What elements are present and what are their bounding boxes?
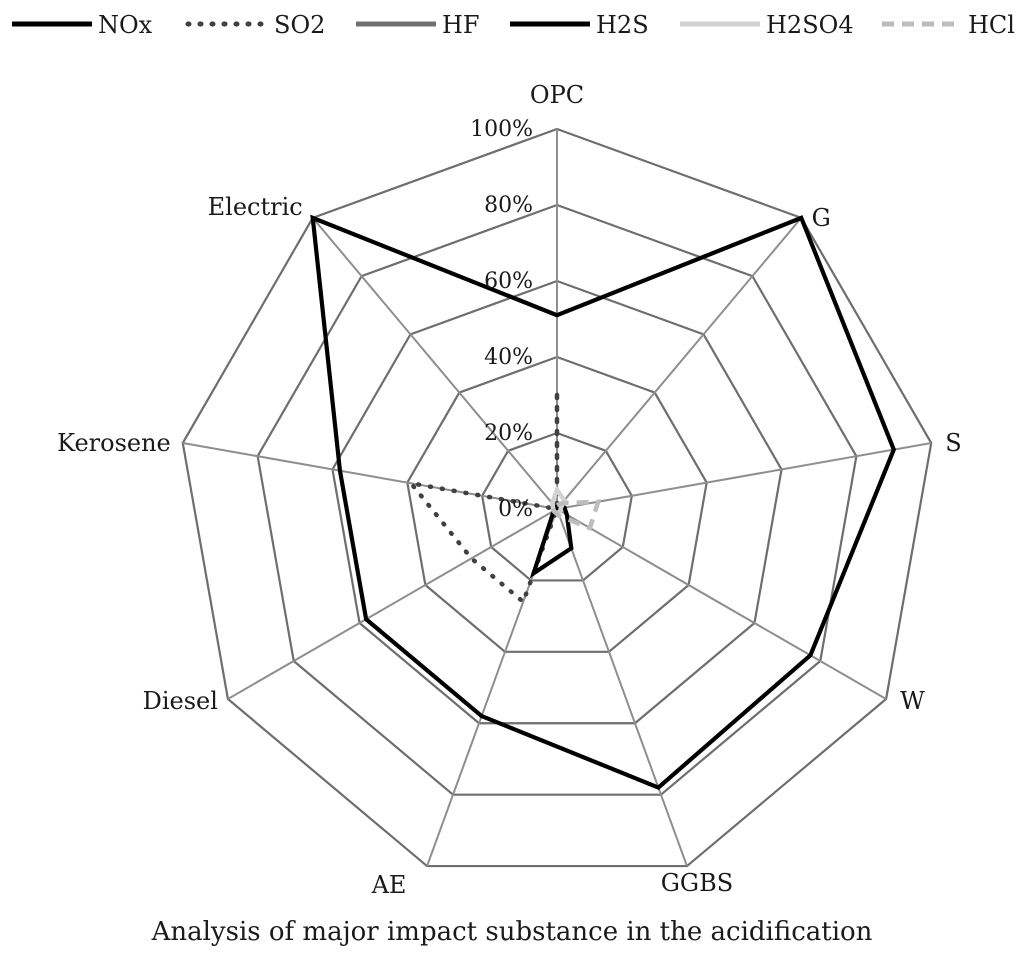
grid-ring (406, 355, 708, 653)
legend-label: HF (442, 11, 480, 39)
series-hcl-line (550, 499, 602, 531)
tick-label: 20% (484, 421, 533, 446)
tick-label: 60% (484, 269, 533, 294)
series-nox-line (310, 214, 897, 790)
spoke-line (556, 508, 688, 867)
legend-label: H2S (596, 11, 649, 39)
legend-label: HCl (968, 11, 1015, 39)
tick-label: 100% (470, 117, 533, 142)
grid-ring (331, 279, 783, 725)
category-label: Electric (208, 193, 303, 221)
chart-caption: Analysis of major impact substance in th… (151, 917, 873, 947)
category-label: Kerosene (57, 429, 171, 457)
radar-grid (181, 127, 933, 868)
category-label: Diesel (143, 687, 218, 715)
category-label: S (945, 429, 961, 457)
tick-label: 40% (484, 345, 533, 370)
tick-label: 0% (498, 497, 533, 522)
series-h2s-line (529, 503, 574, 579)
radar-chart: 0% 20% 40% 60% 80% 100% OPC G S W GGBS AE Diesel Ker… (57, 81, 962, 899)
category-labels: OPC G S W GGBS AE Diesel Kerosene Electric (57, 81, 962, 899)
spoke-line (182, 442, 558, 510)
spoke-line (556, 217, 803, 510)
category-label: W (900, 687, 925, 715)
legend-label: SO2 (274, 11, 325, 39)
spoke-line (556, 508, 887, 700)
grid-ring (181, 127, 933, 868)
tick-label: 80% (484, 193, 533, 218)
chart-legend: NOx SO2 HF H2S H2SO4 HCl (12, 11, 1015, 39)
category-label: AE (371, 871, 407, 899)
legend-label: NOx (98, 11, 153, 39)
spoke-line (227, 508, 558, 700)
radial-tick-labels: 0% 20% 40% 60% 80% 100% (470, 117, 533, 522)
spoke-line (556, 442, 932, 510)
grid-ring (481, 431, 633, 582)
category-label: GGBS (661, 869, 733, 897)
category-label: G (812, 204, 831, 232)
legend-label: H2SO4 (766, 11, 854, 39)
grid-ring (256, 203, 858, 796)
category-label: OPC (530, 81, 584, 109)
spoke-line (311, 217, 558, 510)
radar-series (310, 214, 897, 790)
